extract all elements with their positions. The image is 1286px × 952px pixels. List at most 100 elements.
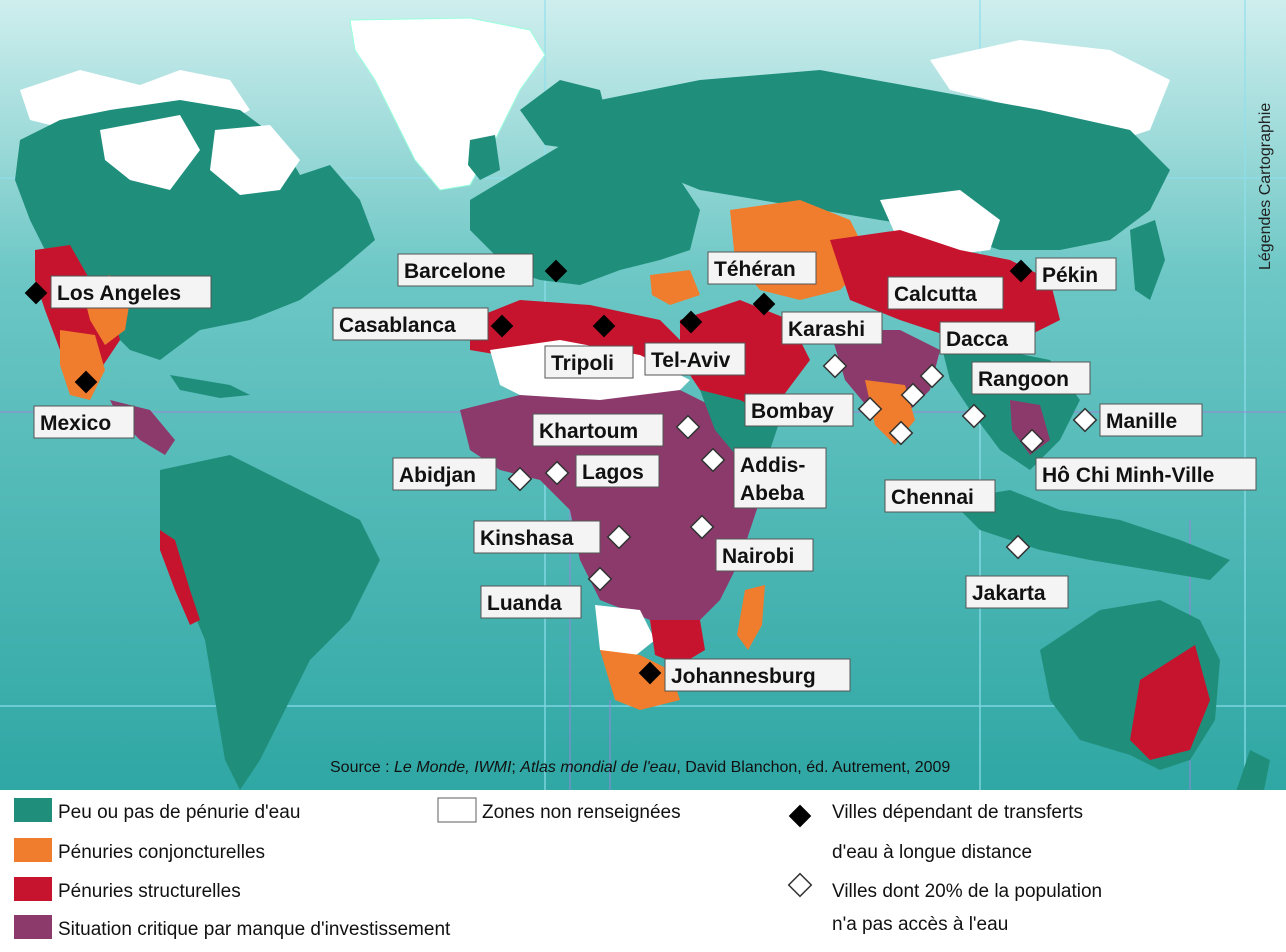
city-marker (919, 363, 945, 389)
source-prefix: Source : (330, 759, 394, 776)
source-italic2: Atlas mondial de l'eau (519, 759, 676, 776)
city-marker (857, 396, 883, 422)
city-marker (822, 353, 848, 379)
southern-africa-structural (650, 620, 705, 665)
city-label: Karashi (788, 318, 865, 341)
city-marker (900, 382, 926, 408)
legend-label-structural: Pénuries structurelles (58, 881, 241, 902)
peru-structural (160, 530, 200, 625)
legend-swatch-critical (14, 915, 52, 939)
legend-black-diamond-icon (788, 804, 812, 828)
city-box (939, 321, 1036, 355)
city-label: Téhéran (714, 258, 796, 281)
city-box (532, 413, 664, 447)
city-label: Lagos (582, 461, 644, 484)
city-box (480, 585, 582, 619)
city-box (397, 253, 534, 287)
city-label: Los Angeles (57, 282, 181, 305)
city-marker (544, 460, 570, 486)
city-marker (490, 314, 514, 338)
legend-label-white-cities-2: n'a pas accès à l'eau (832, 914, 1008, 935)
city-marker (74, 370, 98, 394)
city-box (1099, 403, 1203, 437)
city-label: Manille (1106, 410, 1177, 433)
city-box (664, 658, 851, 692)
city-label: Casablanca (339, 314, 456, 337)
city-box (473, 520, 601, 554)
city-marker (679, 310, 703, 334)
legend-swatch-conjunctural (14, 838, 52, 862)
legend-white-diamond-icon (787, 872, 813, 898)
city-box (1035, 257, 1117, 291)
city-box (644, 342, 746, 376)
southern-africa-conjunctural (600, 650, 680, 710)
city-box (744, 393, 854, 427)
city-marker (587, 566, 613, 592)
city-markers: Los Angeles Mexico Barcelone Casablanca … (24, 251, 1257, 692)
city-box (884, 479, 996, 513)
city-label: Mexico (40, 412, 111, 435)
city-label: Barcelone (404, 260, 506, 283)
greenland (349, 17, 546, 191)
turkey-conjunctural (650, 270, 700, 305)
east-africa-green (700, 390, 780, 460)
city-label: Bombay (751, 400, 834, 423)
siberia-arctic (930, 40, 1170, 150)
legend-label-no-data: Zones non renseignées (482, 802, 681, 823)
city-box (544, 345, 634, 379)
city-label: Jakarta (972, 582, 1046, 605)
legend-label-critical: Situation critique par manque d'investis… (58, 919, 451, 940)
city-label: Tel-Aviv (651, 349, 731, 372)
africa-critical (460, 390, 760, 620)
legend-swatch-structural (14, 877, 52, 901)
uk (468, 135, 500, 180)
city-label: Kinshasa (480, 527, 574, 550)
city-marker (1009, 259, 1033, 283)
japan (1130, 220, 1165, 300)
city-label: Abidjan (399, 464, 476, 487)
city-box (50, 275, 212, 309)
city-box (392, 457, 497, 491)
legend-label-no-shortage: Peu ou pas de pénurie d'eau (58, 802, 300, 823)
australia-structural (1130, 645, 1210, 760)
legend-label-conjunctural: Pénuries conjoncturelles (58, 842, 265, 863)
city-marker (507, 466, 533, 492)
city-label: Chennai (891, 486, 974, 509)
scandinavia (520, 80, 610, 150)
legend-background (0, 790, 1286, 952)
legend-swatch-no-data (437, 797, 477, 823)
city-box (575, 454, 660, 488)
source-sep: ; (511, 759, 520, 776)
city-box (33, 405, 135, 439)
russia-asia (600, 70, 1170, 250)
city-box (971, 361, 1091, 395)
city-label: Luanda (487, 592, 562, 615)
city-marker (1072, 407, 1098, 433)
map-credit: Légendes Cartographie (1257, 103, 1274, 270)
city-box (781, 311, 883, 345)
source-italic1: Le Monde, IWMI (394, 759, 512, 776)
city-label: Calcutta (894, 283, 977, 306)
city-box (707, 251, 817, 285)
city-label: Dacca (946, 328, 1008, 351)
city-marker (638, 661, 662, 685)
indonesia (950, 490, 1230, 580)
city-marker (544, 259, 568, 283)
source-line: Source : Le Monde, IWMI; Atlas mondial d… (330, 759, 950, 776)
city-marker (606, 524, 632, 550)
city-marker (689, 514, 715, 540)
city-box (965, 575, 1069, 609)
south-america (160, 455, 380, 790)
city-label: Addis- (740, 454, 805, 477)
city-marker (752, 292, 776, 316)
city-box (733, 447, 827, 509)
source-suffix: , David Blanchon, éd. Autrement, 2009 (676, 759, 950, 776)
hudson-white (210, 125, 300, 195)
legend: Peu ou pas de pénurie d'eau Pénuries con… (14, 797, 1102, 940)
legend-label-black-cities-1: Villes dépendant de transferts (832, 802, 1083, 823)
alaska-white (100, 115, 200, 190)
madagascar-conjunctural (737, 585, 765, 650)
city-marker (675, 414, 701, 440)
